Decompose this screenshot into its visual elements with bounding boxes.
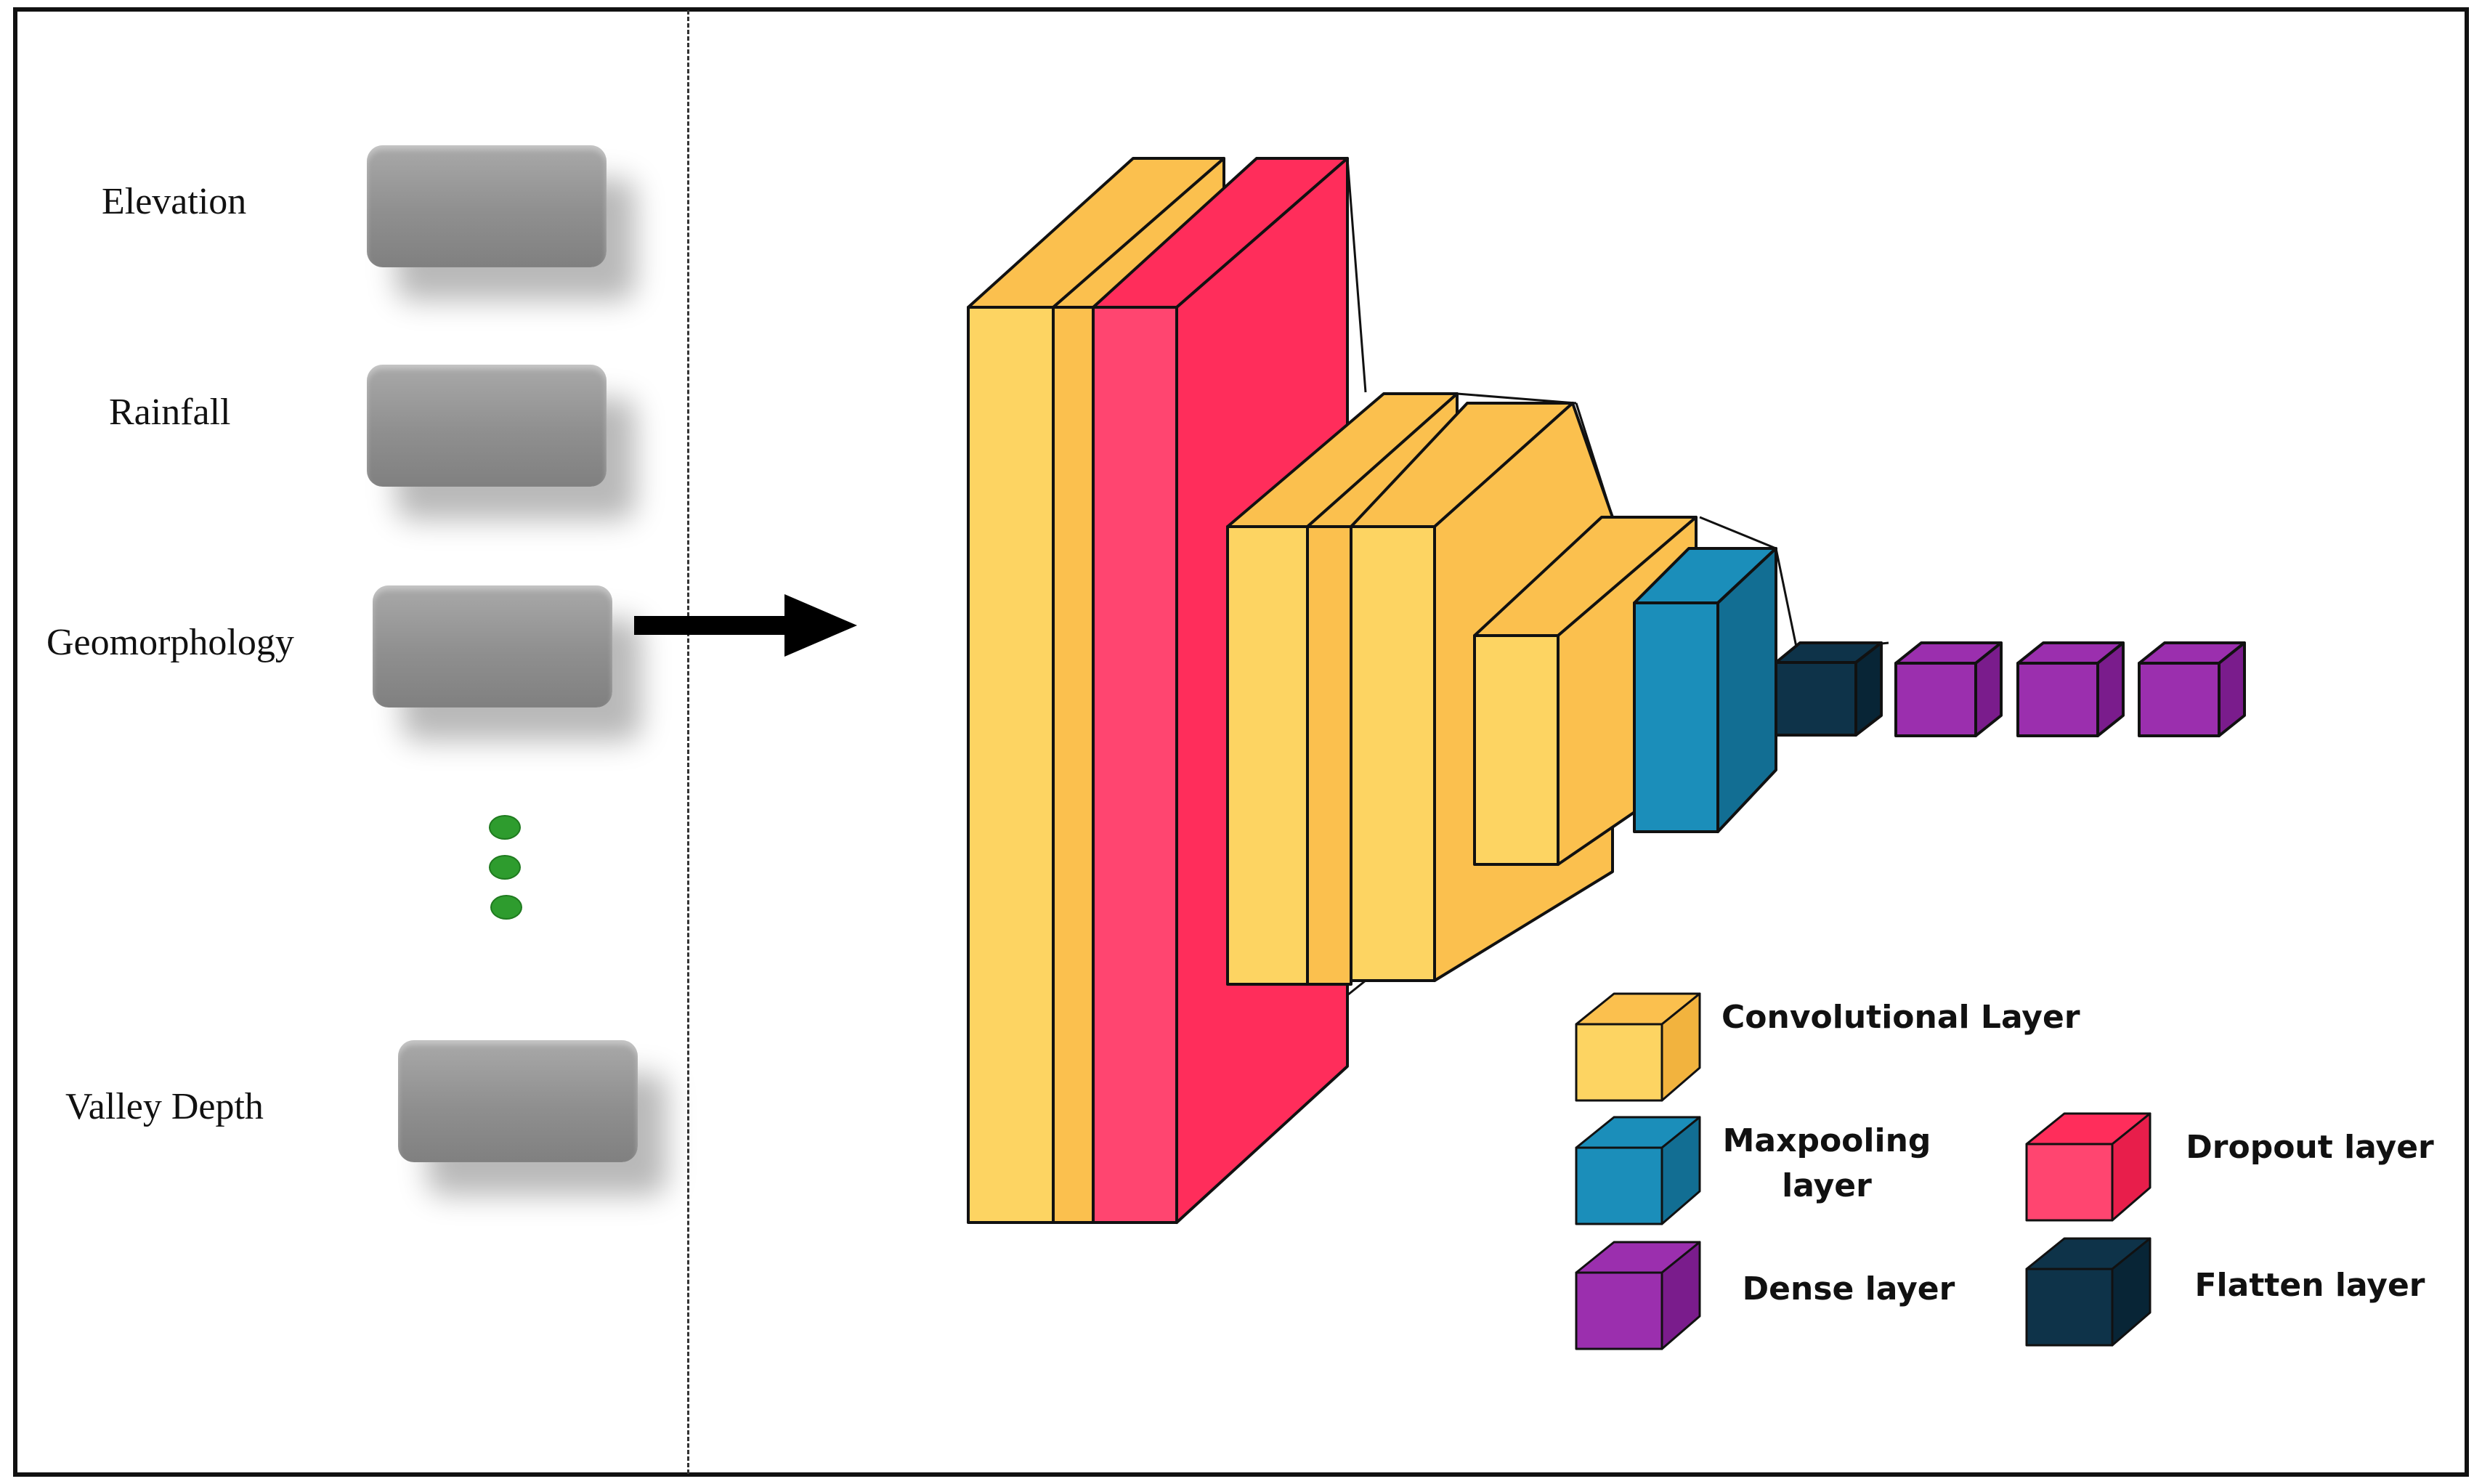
conv-block-1 bbox=[967, 157, 1225, 1224]
dense-block-1 bbox=[1894, 641, 2003, 737]
feature-label-elevation: Elevation bbox=[102, 181, 247, 222]
legend-dropout-cube bbox=[2025, 1112, 2152, 1222]
legend-maxpool-cube bbox=[1575, 1116, 1701, 1225]
legend-label-dense: Dense layer bbox=[1742, 1270, 1955, 1307]
legend-dense-cube bbox=[1575, 1241, 1701, 1350]
ellipsis-dot bbox=[489, 815, 521, 840]
feature-label-valley-depth: Valley Depth bbox=[65, 1086, 264, 1127]
feature-label-rainfall: Rainfall bbox=[109, 392, 231, 433]
ellipsis-dot bbox=[489, 855, 521, 880]
feature-label-geomorphology: Geomorphology bbox=[46, 622, 294, 663]
feature-box-elevation bbox=[367, 145, 607, 267]
feature-box-valley-depth bbox=[398, 1040, 638, 1162]
dense-block-3 bbox=[2138, 641, 2246, 737]
figure-border bbox=[13, 7, 2469, 1477]
flatten-block bbox=[1775, 641, 1883, 737]
legend-label-convolutional: Convolutional Layer bbox=[1721, 999, 2080, 1036]
feature-box-geomorphology bbox=[373, 585, 612, 707]
dashed-divider bbox=[687, 10, 689, 1474]
feature-box-rainfall bbox=[367, 365, 607, 487]
legend-label-flatten: Flatten layer bbox=[2194, 1267, 2425, 1304]
legend-conv-cube bbox=[1575, 992, 1701, 1102]
dense-block-2 bbox=[2016, 641, 2125, 737]
legend-flatten-cube bbox=[2025, 1237, 2152, 1347]
legend-label-dropout: Dropout layer bbox=[2186, 1129, 2434, 1166]
maxpool-block bbox=[1633, 547, 1777, 833]
arrow-icon bbox=[634, 594, 857, 657]
ellipsis-dot bbox=[490, 895, 522, 920]
legend-label-maxpooling: Maxpooling layer bbox=[1722, 1122, 1931, 1204]
